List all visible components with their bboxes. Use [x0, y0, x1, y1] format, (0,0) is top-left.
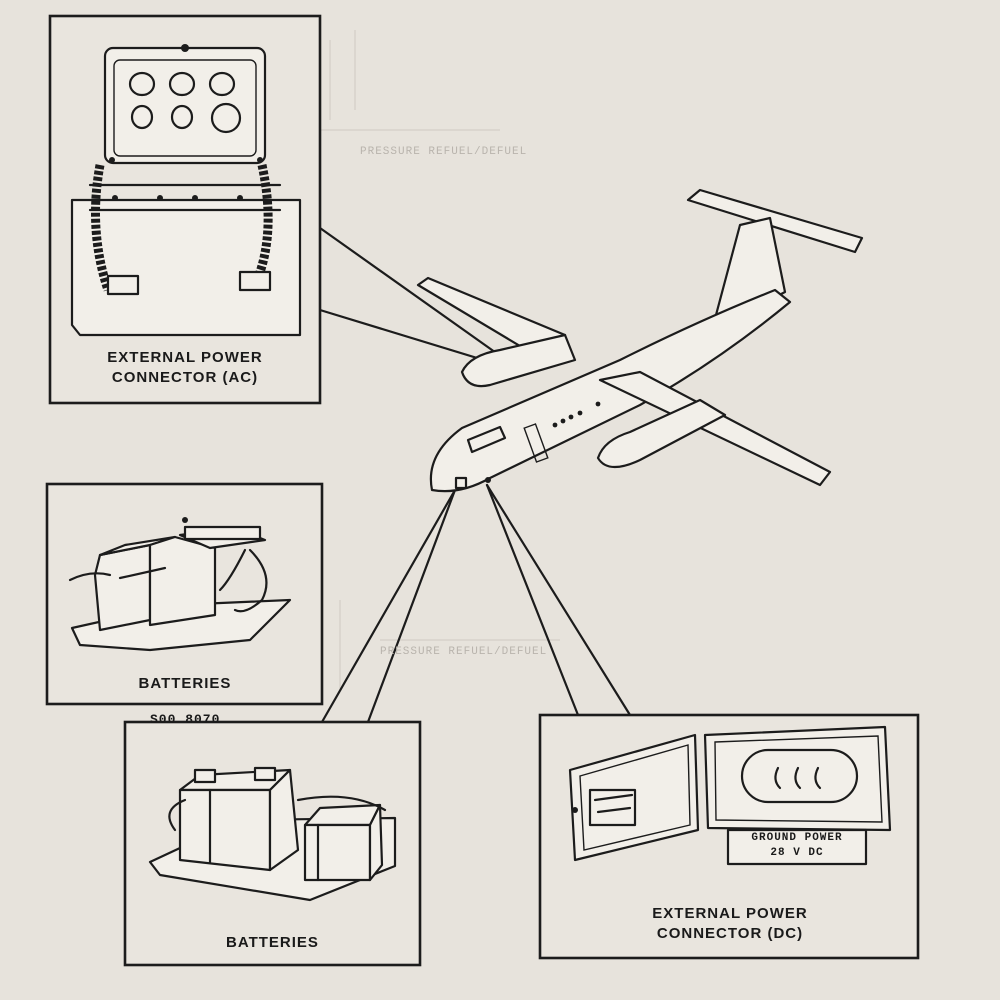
ground-power-plate-line2: 28 V DC [770, 847, 824, 859]
right-nacelle [596, 398, 727, 469]
ghost-text-refuel-upper: PRESSURE REFUEL/DEFUEL [360, 146, 528, 158]
dc-connector-label: EXTERNAL POWER CONNECTOR (DC) [652, 905, 808, 942]
ac-connector-box [48, 14, 322, 405]
ac-mounting-plate [70, 198, 302, 337]
leader-lines [318, 226, 632, 724]
figure-number: S00 8070 [150, 712, 221, 727]
vertical-fin [710, 216, 787, 332]
batteries-upper-label: BATTERIES [138, 675, 232, 692]
batteries-lower-label: BATTERIES [226, 934, 319, 951]
dc-access-door [454, 476, 468, 490]
batteries-lower-box [123, 720, 422, 967]
cabin-windows [552, 401, 601, 428]
right-wing [598, 370, 832, 487]
dc-connector-box [538, 713, 920, 960]
left-nacelle [460, 333, 577, 388]
ground-power-plate-line1: GROUND POWER [751, 832, 843, 844]
airplane-illustration [416, 188, 864, 493]
bleed-through-marks [300, 30, 560, 690]
ac-connector-label: EXTERNAL POWER CONNECTOR (AC) [107, 349, 263, 386]
horizontal-stabilizer [686, 188, 864, 254]
batteries-upper-box [45, 482, 324, 706]
ac-socket-face [103, 44, 267, 165]
ghost-text-refuel-lower: PRESSURE REFUEL/DEFUEL [380, 646, 548, 658]
